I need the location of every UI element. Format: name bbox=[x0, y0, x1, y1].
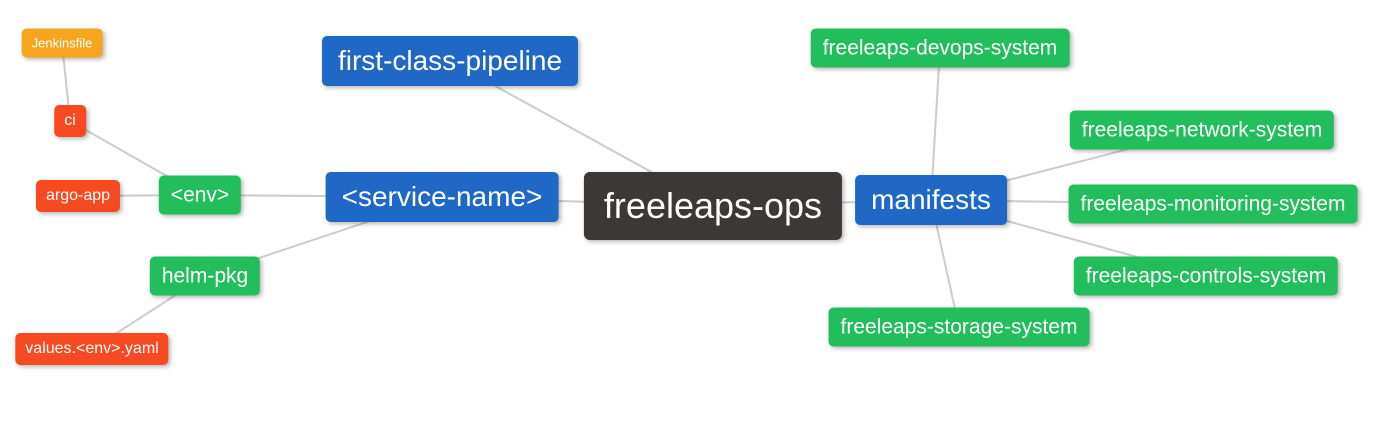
node-label-env: <env> bbox=[170, 183, 230, 207]
edge-manifests-freeleaps-devops-system bbox=[930, 47, 941, 201]
node-label-freeleaps-controls-system: freeleaps-controls-system bbox=[1085, 264, 1327, 288]
node-label-service-name: <service-name> bbox=[341, 181, 543, 212]
node-label-argo-app: argo-app bbox=[45, 187, 111, 204]
node-label-ci: ci bbox=[64, 112, 76, 129]
node-service-name[interactable]: <service-name> bbox=[325, 172, 559, 222]
node-freeleaps-storage-system[interactable]: freeleaps-storage-system bbox=[828, 307, 1090, 347]
node-argo-app[interactable]: argo-app bbox=[35, 180, 121, 212]
node-helm-pkg[interactable]: helm-pkg bbox=[149, 256, 261, 296]
node-label-freeleaps-ops: freeleaps-ops bbox=[603, 185, 823, 226]
node-label-freeleaps-storage-system: freeleaps-storage-system bbox=[840, 315, 1078, 339]
node-ci[interactable]: ci bbox=[54, 105, 86, 137]
node-values-env-yaml[interactable]: values.<env>.yaml bbox=[15, 333, 169, 365]
node-label-values-env-yaml: values.<env>.yaml bbox=[25, 340, 159, 357]
node-freeleaps-network-system[interactable]: freeleaps-network-system bbox=[1069, 110, 1335, 150]
node-label-first-class-pipeline: first-class-pipeline bbox=[337, 45, 563, 76]
node-label-freeleaps-network-system: freeleaps-network-system bbox=[1081, 118, 1323, 142]
node-label-freeleaps-monitoring-system: freeleaps-monitoring-system bbox=[1080, 192, 1346, 216]
node-jenkinsfile[interactable]: Jenkinsfile bbox=[21, 28, 103, 58]
node-freeleaps-monitoring-system[interactable]: freeleaps-monitoring-system bbox=[1068, 184, 1358, 224]
node-first-class-pipeline[interactable]: first-class-pipeline bbox=[321, 36, 579, 86]
node-freeleaps-controls-system[interactable]: freeleaps-controls-system bbox=[1073, 256, 1339, 296]
node-label-manifests: manifests bbox=[871, 184, 991, 215]
node-env[interactable]: <env> bbox=[158, 175, 242, 215]
node-freeleaps-devops-system[interactable]: freeleaps-devops-system bbox=[810, 28, 1070, 68]
node-label-freeleaps-devops-system: freeleaps-devops-system bbox=[822, 36, 1058, 60]
node-label-jenkinsfile: Jenkinsfile bbox=[31, 35, 93, 51]
node-manifests[interactable]: manifests bbox=[855, 175, 1007, 225]
node-freeleaps-ops[interactable]: freeleaps-ops bbox=[583, 172, 843, 240]
node-label-helm-pkg: helm-pkg bbox=[161, 264, 249, 288]
